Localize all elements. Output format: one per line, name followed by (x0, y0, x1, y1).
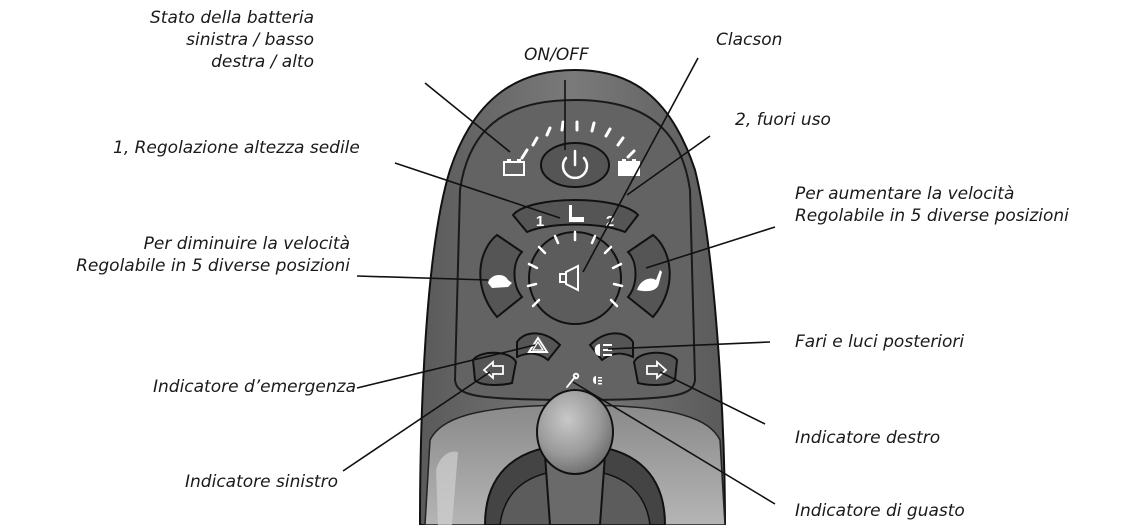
left-indicator-button[interactable] (473, 353, 516, 385)
label-battery-line2: sinistra / basso (150, 29, 314, 51)
label-onoff: ON/OFF (524, 44, 589, 66)
label-lights: Fari e luci posteriori (795, 331, 964, 353)
label-unused: 2, fuori uso (735, 109, 831, 131)
headlight-icon (595, 344, 612, 356)
seat-button-1-label: 1 (536, 213, 544, 230)
horn-button[interactable] (528, 232, 622, 324)
label-seat-adjust: 1, Regolazione altezza sedile (113, 137, 360, 159)
label-right-indicator: Indicatore destro (795, 427, 940, 449)
label-horn: Clacson (716, 29, 782, 51)
label-battery-status: Stato della batteria sinistra / basso de… (150, 7, 314, 73)
label-battery-line3: destra / alto (150, 51, 314, 73)
label-hazard: Indicatore d’emergenza (153, 376, 356, 398)
label-battery-line1: Stato della batteria (150, 7, 314, 29)
label-left-indicator: Indicatore sinistro (185, 471, 338, 493)
joystick-knob (537, 390, 613, 474)
label-speed-down-line2: Regolabile in 5 diverse posizioni (76, 255, 350, 277)
label-speed-up: Per aumentare la velocità Regolabile in … (795, 183, 1069, 227)
power-button[interactable] (541, 143, 609, 187)
label-fault-indicator: Indicatore di guasto (795, 500, 965, 522)
label-speed-down: Per diminuire la velocità Regolabile in … (76, 233, 350, 277)
label-speed-up-line2: Regolabile in 5 diverse posizioni (795, 205, 1069, 227)
label-speed-down-line1: Per diminuire la velocità (76, 233, 350, 255)
label-speed-up-line1: Per aumentare la velocità (795, 183, 1069, 205)
right-indicator-button[interactable] (634, 353, 677, 385)
